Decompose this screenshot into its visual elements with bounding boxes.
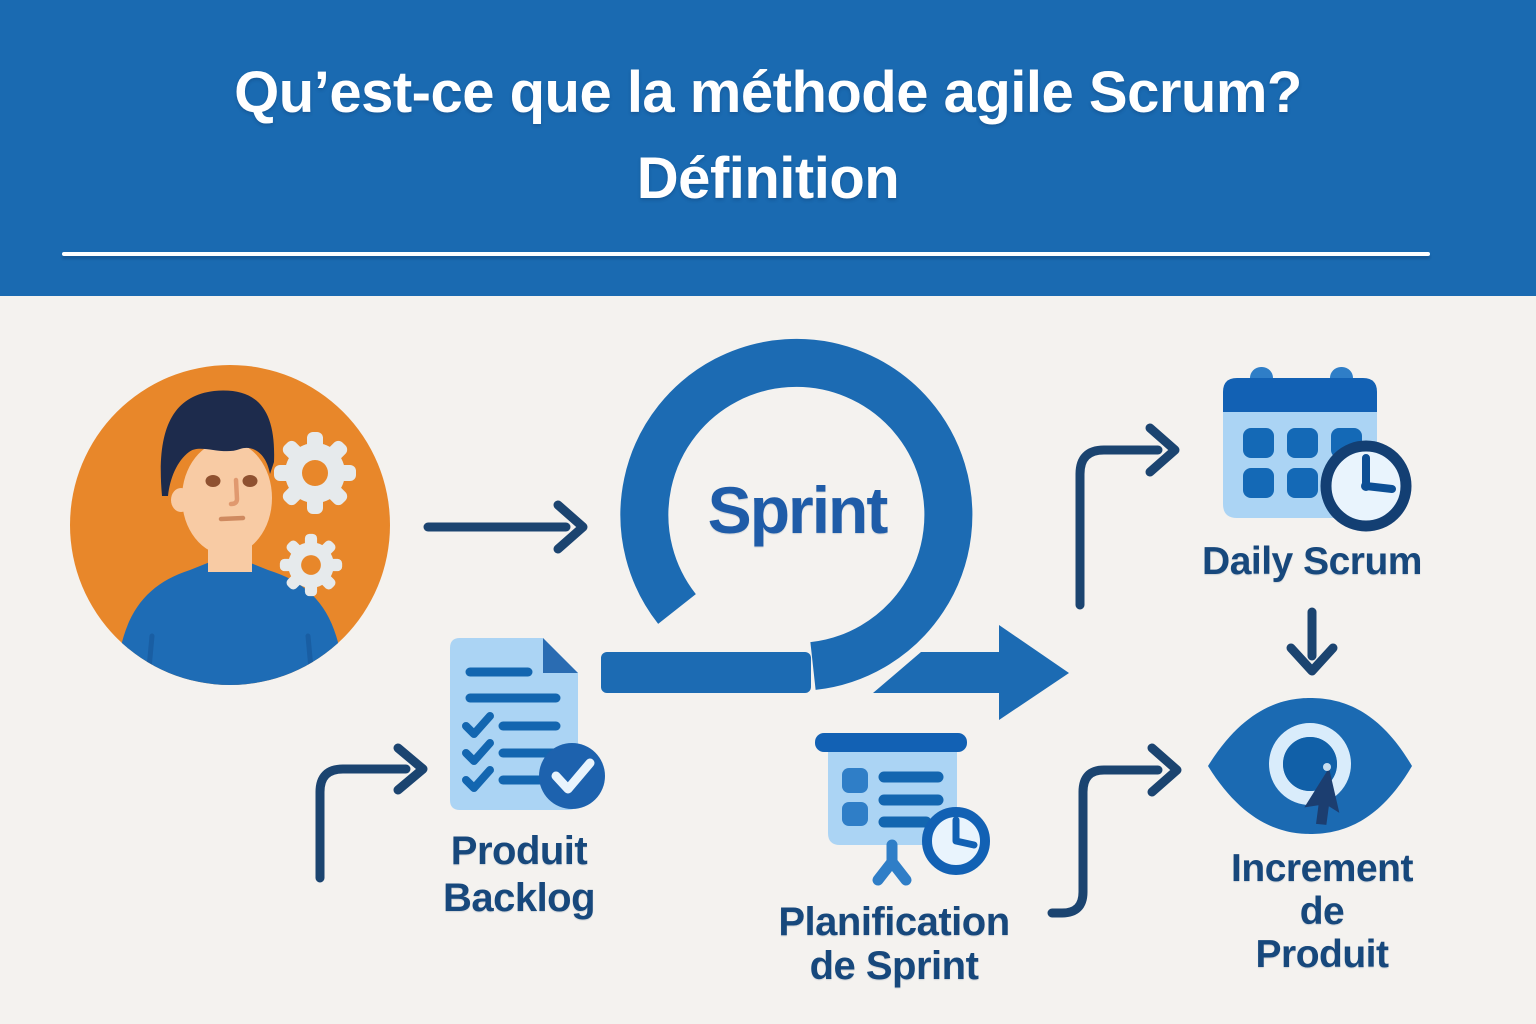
presentation-board-icon xyxy=(815,733,990,886)
sprint-loop-icon xyxy=(601,338,1069,720)
eye-cursor-icon xyxy=(1208,698,1412,834)
arrow-sprint-to-daily-scrum xyxy=(1075,423,1180,610)
clock-hands xyxy=(952,816,978,849)
page-title-line1: Qu’est-ce que la méthode agile Scrum? xyxy=(234,60,1302,125)
arrow-avatar-to-sprint xyxy=(423,500,588,554)
mouth xyxy=(218,515,246,522)
page-title: Qu’est-ce que la méthode agile Scrum? Dé… xyxy=(0,50,1536,222)
arrow-planification-to-increment xyxy=(1047,743,1182,918)
arrow-daily-to-increment xyxy=(1286,607,1338,676)
increment-label: Increment de Produit xyxy=(1231,847,1413,976)
board-stand xyxy=(872,839,912,886)
face xyxy=(182,441,272,555)
calendar-header xyxy=(1223,378,1377,412)
check-badge xyxy=(539,743,605,809)
board-lines xyxy=(878,771,944,828)
calendar-clock-icon xyxy=(1223,367,1412,532)
gear-icon-large xyxy=(274,432,356,514)
calendar-days xyxy=(1243,428,1362,498)
daily-scrum-label: Daily Scrum xyxy=(1202,540,1422,583)
title-divider xyxy=(62,252,1430,256)
planification-label: Planification de Sprint xyxy=(778,900,1010,988)
document-fold xyxy=(543,638,578,673)
person-avatar-icon xyxy=(70,365,390,685)
produit-backlog-label: Produit Backlog xyxy=(442,829,596,920)
gear-icon-small xyxy=(279,533,343,597)
sprint-label: Sprint xyxy=(707,473,889,547)
hair xyxy=(160,390,275,496)
arrowhead-right-icon xyxy=(393,743,428,795)
iris-ring xyxy=(1269,723,1351,805)
badge-check-icon xyxy=(551,758,595,794)
board-top-bar xyxy=(815,733,967,752)
shirt xyxy=(116,562,344,685)
nose xyxy=(228,477,240,507)
page-title-line2: Définition xyxy=(636,146,900,211)
arrowhead-right-icon xyxy=(1145,423,1180,477)
cursor-icon xyxy=(1304,768,1340,825)
loop-tail xyxy=(601,652,811,693)
checkmarks xyxy=(462,712,494,792)
loop-ring xyxy=(620,338,973,690)
eyes xyxy=(205,475,221,487)
loop-exit-arrow-icon xyxy=(873,625,1069,720)
document-checklist-icon xyxy=(450,638,605,810)
arrowhead-down-icon xyxy=(1286,643,1338,676)
arrow-to-produit-backlog xyxy=(315,743,428,883)
header-band: Qu’est-ce que la méthode agile Scrum? Dé… xyxy=(0,0,1536,296)
arrowhead-right-icon xyxy=(1147,743,1182,797)
arrowhead-right-icon xyxy=(553,500,588,554)
